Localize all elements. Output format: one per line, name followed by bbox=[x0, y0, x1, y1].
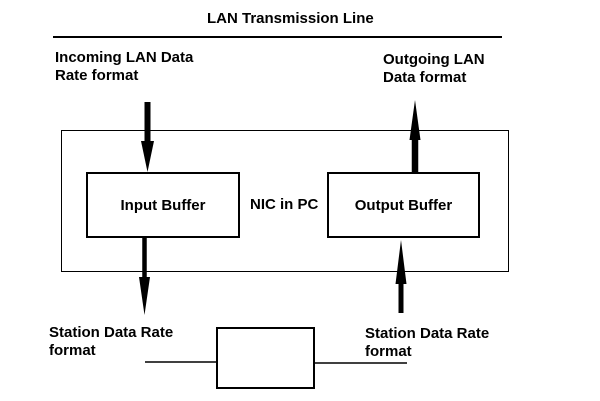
incoming-label-line2: Rate format bbox=[55, 67, 139, 84]
input-buffer-box: Input Buffer bbox=[86, 172, 240, 238]
station-left-label-line2: format bbox=[49, 342, 96, 359]
incoming-label: Incoming LAN Data Rate format bbox=[55, 49, 193, 85]
station-down-arrow-head bbox=[139, 277, 150, 315]
station-right-label-line2: format bbox=[365, 343, 412, 360]
station-left-label-line1: Station Data Rate bbox=[49, 324, 174, 341]
station-left-label: Station Data Rate format bbox=[49, 324, 173, 360]
station-box bbox=[216, 327, 315, 389]
outgoing-label: Outgoing LAN Data format bbox=[383, 51, 485, 87]
incoming-label-line1: Incoming LAN Data bbox=[55, 49, 194, 66]
outgoing-label-line2: Data format bbox=[383, 69, 467, 86]
output-buffer-label: Output Buffer bbox=[354, 196, 453, 214]
nic-label: NIC in PC bbox=[250, 196, 319, 213]
input-buffer-label: Input Buffer bbox=[120, 196, 206, 214]
station-right-label-line1: Station Data Rate bbox=[365, 325, 490, 342]
diagram-title: LAN Transmission Line bbox=[207, 10, 374, 27]
outgoing-label-line1: Outgoing LAN bbox=[383, 51, 485, 68]
output-buffer-box: Output Buffer bbox=[327, 172, 480, 238]
station-right-label: Station Data Rate format bbox=[365, 325, 489, 361]
